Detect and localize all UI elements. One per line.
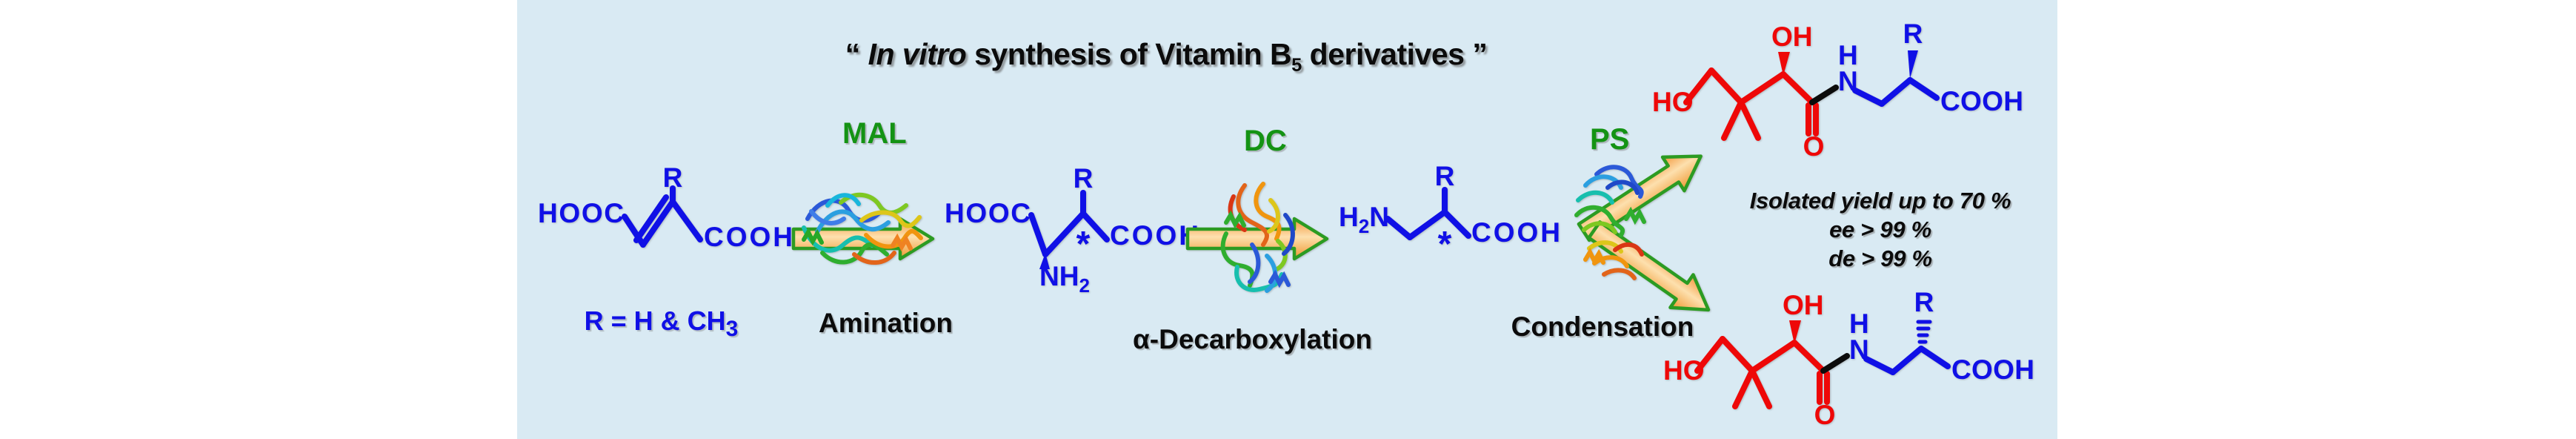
nh2-subscript: 2 [1079,274,1089,297]
title-open-quote: “ [845,37,868,71]
intermediate2-structure-svg: H2N R * COOH [1339,161,1560,264]
reaction-arrow-2 [1185,217,1329,261]
product-top-cooh-label: COOH [1940,86,2023,116]
product-bottom-ho-label: HO [1663,355,1705,386]
results-ee: ee > 99 % [1829,217,1931,242]
product-bottom-h-label: H [1849,308,1869,339]
intermediate1-bonds [1028,190,1110,269]
reaction-arrow-3-down [1587,220,1711,312]
product-top-ho-label: HO [1652,87,1694,117]
product-top-r-label: R [1903,19,1923,49]
enzyme-label-dc: DC [1244,125,1287,157]
substrate-hooc-label: HOOC [538,198,624,228]
title-italic-part: In vitro [868,37,967,71]
substrate-r-label: R [663,162,683,193]
product-top-n-label: N [1838,66,1858,96]
product-bottom-oh-label: OH [1783,290,1824,320]
dc-protein-ribbon [1220,182,1295,293]
results-de: de > 99 % [1828,245,1932,271]
oh-wedge-bond [1789,320,1801,344]
product-bottom-r-label: R [1914,287,1934,317]
product-bottom-bonds [1694,320,1951,409]
nh2-wedge-bond [1039,253,1050,269]
reaction-label-decarboxylation: α-Decarboxylation [1133,324,1372,354]
title-end-part: derivatives ” [1301,37,1488,71]
product-bottom-cooh-label: COOH [1951,354,2034,385]
substituent-legend: R = H & CH3 [570,306,752,342]
substrate-cooh-label: COOH [704,222,793,252]
product-top-oh-label: OH [1771,22,1813,52]
intermediate2-bonds [1385,187,1471,240]
enzyme-label-mal: MAL [842,117,907,150]
r-hashed-wedge-bond [1916,320,1932,344]
product-top-o-label: O [1803,131,1825,162]
product-top-bonds [1683,50,1940,141]
substrate-structure-svg: HOOC R COOH [538,162,793,252]
h2n-subscript: 2 [1359,215,1369,237]
product-bottom-o-label: O [1814,400,1836,430]
product-top-h-label: H [1838,40,1858,70]
product-top-structure-svg: HO OH H N R COOH O [1652,19,2023,162]
legend-subscript: 3 [725,317,739,342]
title-main-part: synthesis of Vitamin B [966,37,1292,71]
ps-enzyme-arrows-svg [1574,154,1711,312]
intermediate1-nh2-label: NH2 [1039,261,1090,297]
reaction-label-amination: Amination [819,308,953,338]
results-block: Isolated yield up to 70 % ee > 99 % de >… [1732,186,2028,273]
intermediate2-cooh-label: COOH [1471,217,1560,248]
intermediate2-r-label: R [1435,161,1455,191]
intermediate2-stereocenter-star: * [1438,225,1452,264]
enzyme-label-ps: PS [1590,123,1630,156]
product-bottom-structure-svg: HO OH H N R COOH O [1663,287,2034,430]
ps-protein-ribbon [1574,165,1646,280]
intermediate1-hooc-label: HOOC [945,198,1031,228]
mal-enzyme-arrow-svg [791,192,935,265]
mal-protein-ribbon [802,192,923,265]
nh2-main: NH [1039,261,1079,291]
substrate-bonds [622,185,703,248]
legend-main-text: R = H & CH [584,306,726,336]
h2n-h: H [1339,202,1359,232]
intermediate1-structure-svg: HOOC R * COOH NH2 [945,163,1199,297]
results-yield: Isolated yield up to 70 % [1749,188,2011,214]
title-subscript: 5 [1291,55,1302,76]
intermediate1-stereocenter-star: * [1076,225,1091,264]
reaction-label-condensation: Condensation [1511,311,1694,342]
dc-enzyme-arrow-svg [1185,182,1329,293]
intermediate1-r-label: R [1074,163,1094,194]
r-solid-wedge-bond [1908,50,1918,79]
intermediate2-h2n-label: H2N [1339,202,1389,237]
figure-title: “ In vitro synthesis of Vitamin B5 deriv… [796,37,1537,76]
product-bottom-n-label: N [1849,334,1869,365]
oh-wedge-bond [1778,52,1790,76]
h2n-n: N [1369,202,1389,232]
